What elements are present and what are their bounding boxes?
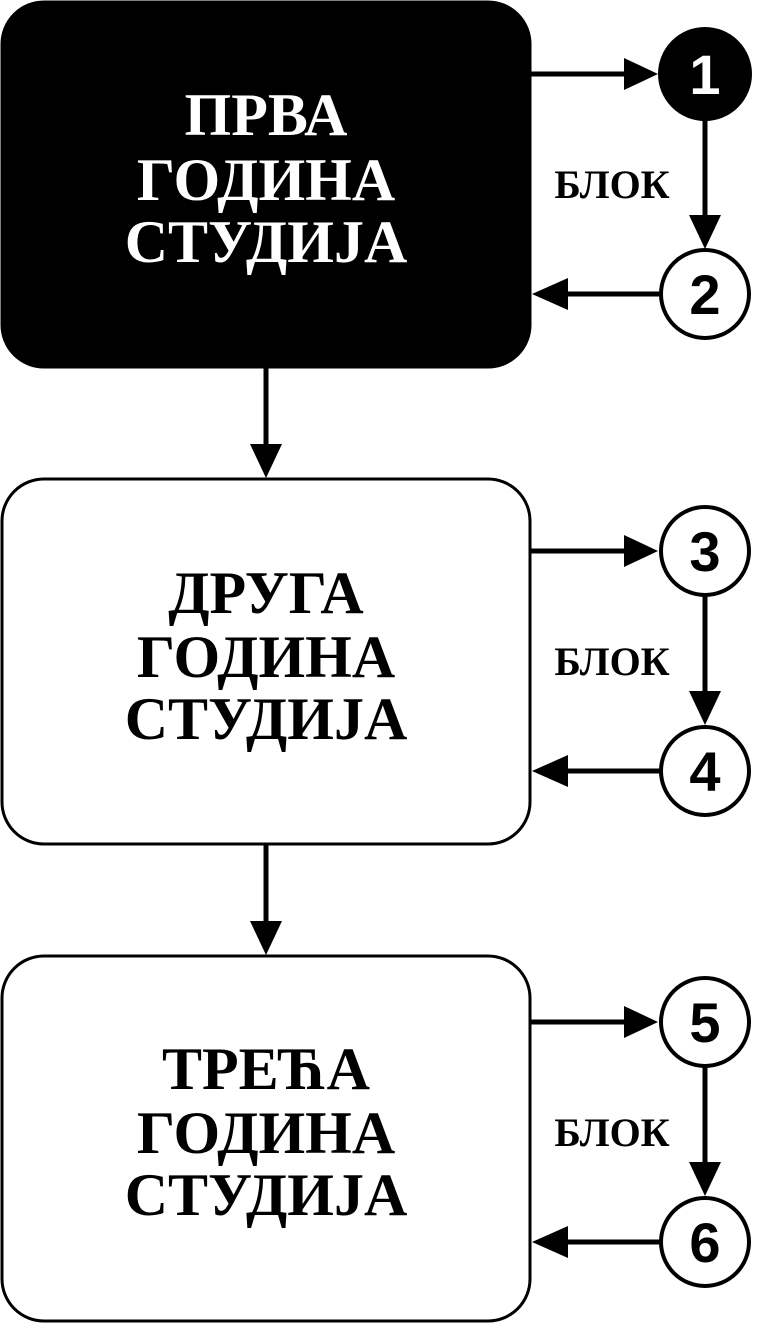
year-box-3	[0, 954, 532, 1323]
arrowhead-node3-to-node4	[689, 691, 721, 725]
year-1-line-2: ГОДИНА	[137, 147, 395, 213]
year-2-line-2: ГОДИНА	[137, 624, 395, 690]
block-label-1: БЛОК	[554, 162, 669, 207]
arrowhead-year1-to-year2	[250, 444, 282, 478]
arrowhead-box1-to-node1	[624, 58, 658, 90]
arrowhead-node1-to-node2	[689, 215, 721, 249]
year-1-line-1: ПРВА	[185, 82, 348, 148]
year-3-line-2: ГОДИНА	[137, 1100, 395, 1166]
node-3-label: 3	[689, 520, 720, 583]
year-group-2: ДРУГА ГОДИНА СТУДИЈА 3 БЛОК 4	[0, 477, 751, 846]
year-1-line-3: СТУДИЈА	[125, 209, 408, 275]
arrowhead-node4-to-box2	[532, 755, 568, 787]
arrowhead-node2-to-box1	[532, 278, 568, 310]
node-2-label: 2	[689, 263, 720, 326]
arrowhead-box2-to-node3	[624, 535, 658, 567]
arrowhead-box3-to-node5	[624, 1006, 658, 1038]
node-4-label: 4	[689, 740, 720, 803]
block-label-3: БЛОК	[554, 1110, 669, 1155]
year-3-line-3: СТУДИЈА	[125, 1162, 408, 1228]
year-2-line-3: СТУДИЈА	[125, 686, 408, 752]
block-label-2: БЛОК	[554, 639, 669, 684]
year-2-line-1: ДРУГА	[168, 560, 363, 626]
year-group-3: ТРЕЋА ГОДИНА СТУДИЈА 5 БЛОК 6	[0, 954, 751, 1323]
year-3-line-1: ТРЕЋА	[162, 1036, 370, 1102]
arrowhead-node5-to-node6	[689, 1162, 721, 1196]
arrowhead-year2-to-year3	[250, 921, 282, 955]
year-group-1: ПРВА ГОДИНА СТУДИЈА 1 БЛОК 2	[0, 0, 752, 369]
node-6-label: 6	[689, 1211, 720, 1274]
node-5-label: 5	[689, 991, 720, 1054]
node-1-label: 1	[689, 43, 720, 106]
arrowhead-node6-to-box3	[532, 1226, 568, 1258]
